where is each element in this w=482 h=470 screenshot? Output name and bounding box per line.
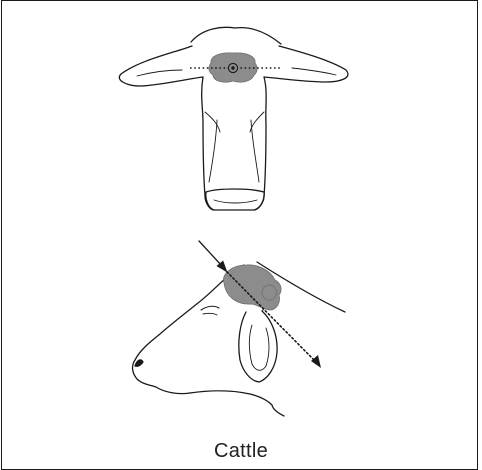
frontal-muzzle <box>206 189 264 210</box>
frontal-mouth <box>214 200 257 203</box>
frontal-brow-left <box>205 112 220 132</box>
frontal-right-ear <box>264 46 348 82</box>
lateral-ear-inner <box>249 325 269 370</box>
frontal-poll-outline <box>191 27 281 44</box>
bullseye-target-icon <box>228 63 237 72</box>
lateral-jaw <box>190 391 284 416</box>
figure-caption: Cattle <box>0 440 482 463</box>
lateral-nostril <box>135 360 143 366</box>
lateral-eye-lid <box>203 313 217 315</box>
frontal-left-ear <box>119 46 203 86</box>
frontal-left-ear-inner <box>137 70 182 76</box>
shot-direction-arrow-icon <box>199 241 227 272</box>
lateral-ear <box>239 311 277 382</box>
lateral-eye <box>201 306 219 310</box>
frontal-ridge-right <box>251 120 259 182</box>
frontal-right-ear-inner <box>292 68 336 75</box>
cattle-stunning-diagram <box>0 0 482 440</box>
frontal-ridge-left <box>209 120 217 182</box>
lateral-cerebellum <box>262 285 276 300</box>
